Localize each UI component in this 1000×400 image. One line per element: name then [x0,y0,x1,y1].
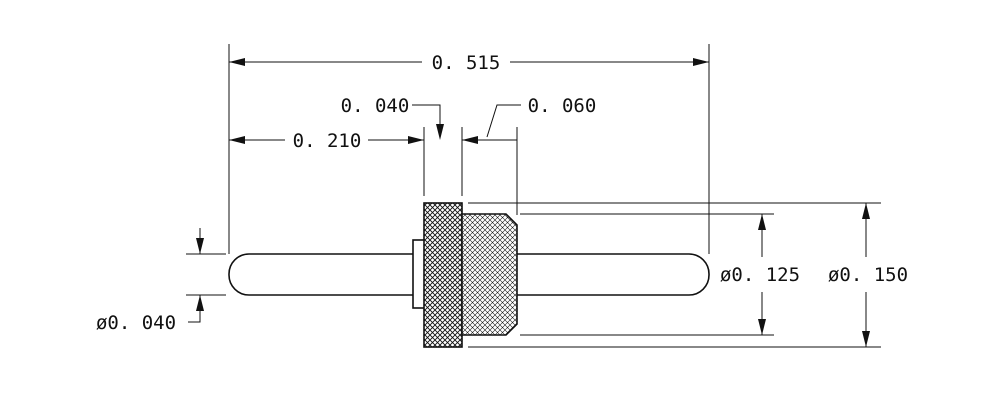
pin-part [228,202,710,348]
dimension-flange-diameter: ø0. 150 [468,202,908,348]
pin-diameter-label: ø0. 040 [96,312,176,334]
dimension-pin-length: 0. 210 [229,127,425,196]
dimension-flange-width: 0. 040 [341,95,463,196]
knurled-flange [423,202,463,348]
flange-width-label: 0. 040 [341,95,410,117]
dimension-knurl-width: 0. 060 [462,95,596,215]
knurl-width-label: 0. 060 [528,95,597,117]
flange-diameter-label: ø0. 150 [828,264,908,286]
knurled-body [461,213,518,336]
dimension-body-diameter: ø0. 125 [520,213,800,336]
pin-length-label: 0. 210 [293,130,362,152]
overall-length-label: 0. 515 [432,52,501,74]
body-diameter-label: ø0. 125 [720,264,800,286]
dimension-overall-length: 0. 515 [228,44,710,254]
dimension-pin-diameter: ø0. 040 [96,228,226,334]
